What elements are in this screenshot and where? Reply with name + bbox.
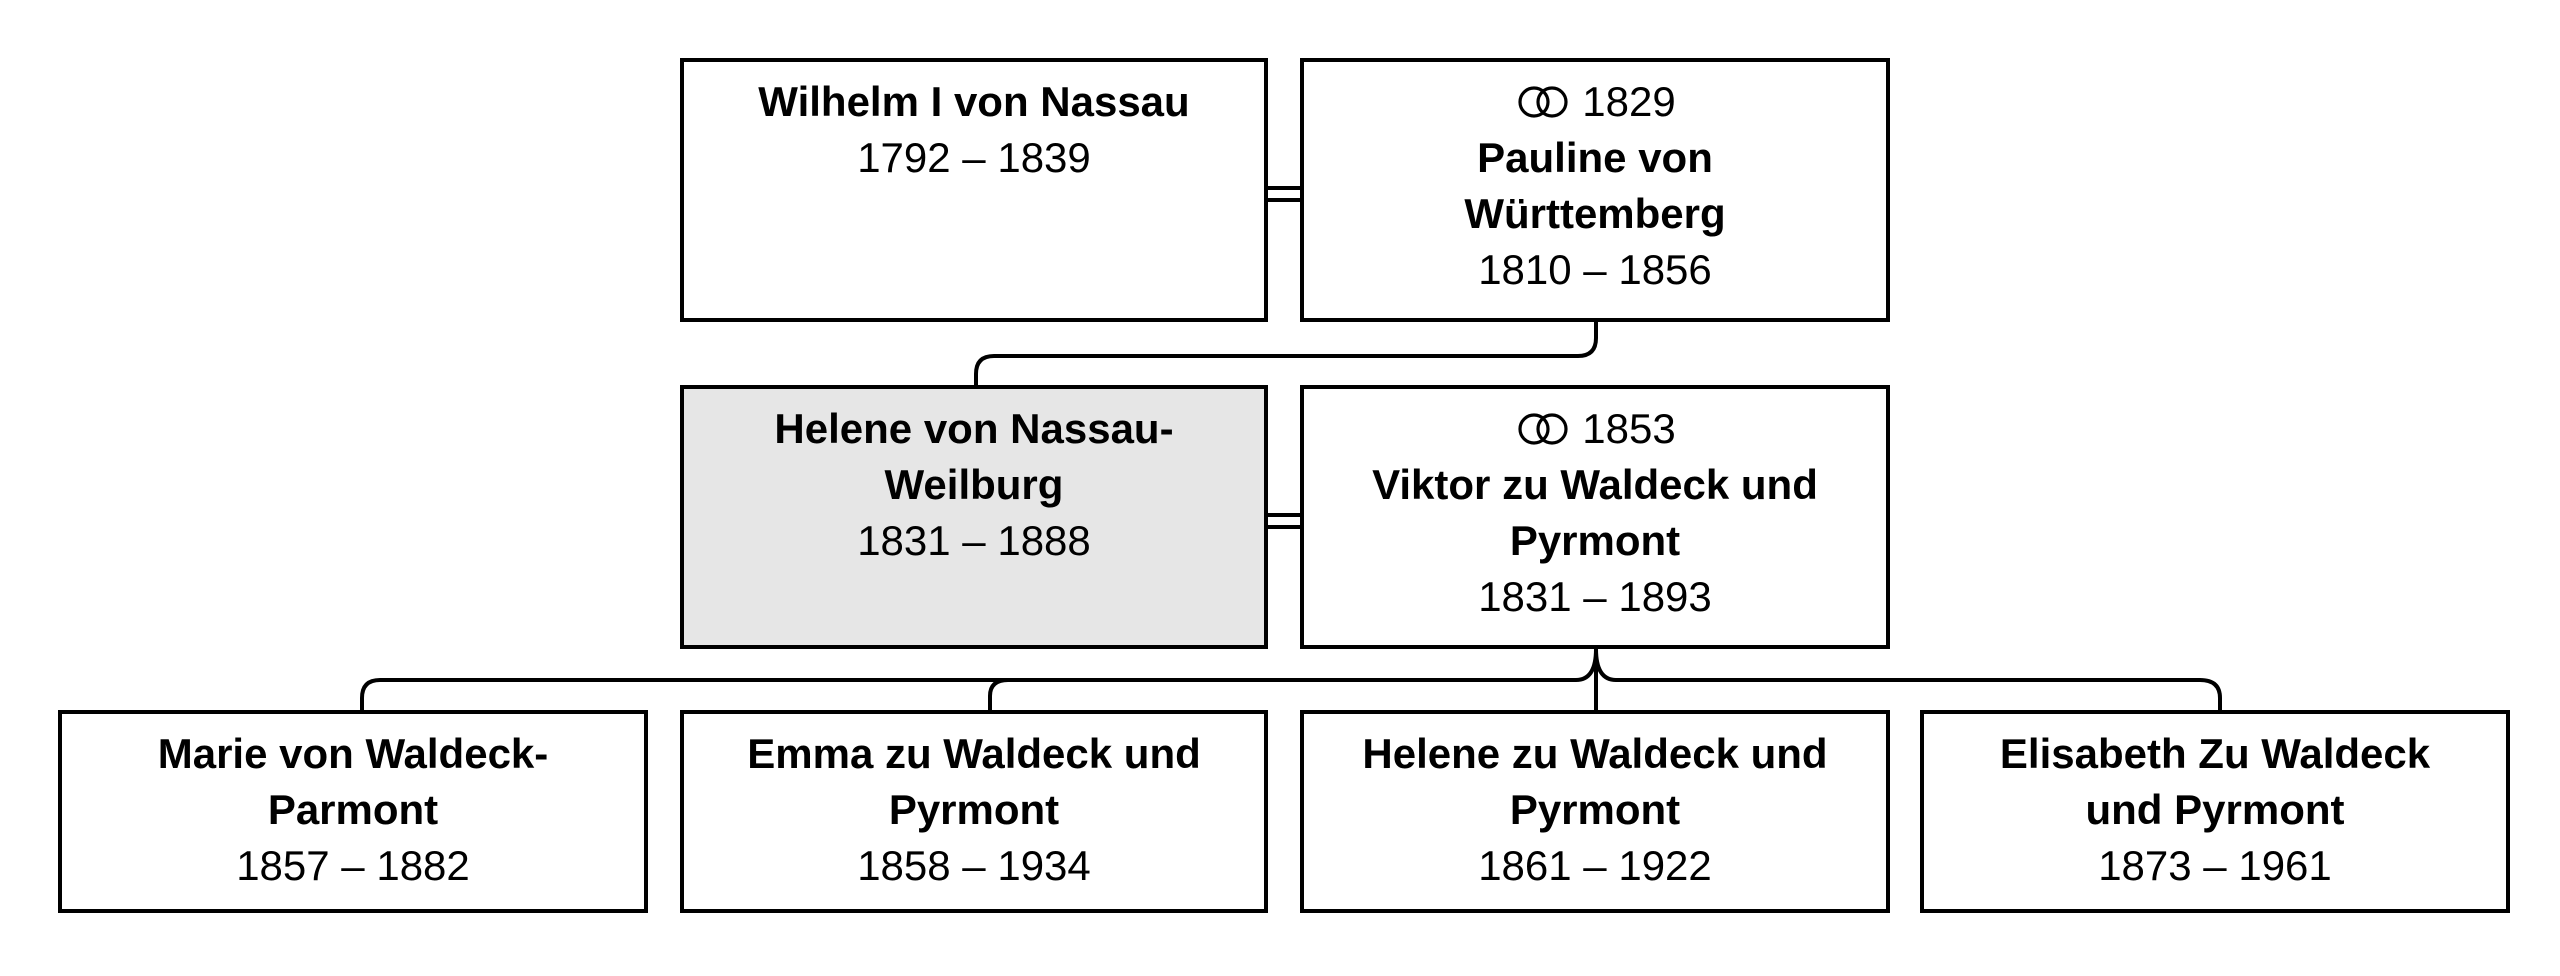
person-dates: 1873 – 1961 <box>2098 842 2332 889</box>
marriage-info: 1829 <box>1304 74 1886 130</box>
person-name: Wilhelm I von Nassau <box>758 78 1190 125</box>
person-name-line1: Marie von Waldeck- <box>157 730 549 777</box>
person-box-pauline: 1829 Pauline von Württemberg 1810 – 1856 <box>1300 58 1890 322</box>
person-box-wilhelm: Wilhelm I von Nassau 1792 – 1839 <box>680 58 1268 322</box>
person-name-line1: Elisabeth Zu Waldeck <box>1999 730 2431 777</box>
person-name-line2: Pyrmont <box>888 786 1060 833</box>
person-dates: 1810 – 1856 <box>1478 246 1712 293</box>
person-box-elisabeth: Elisabeth Zu Waldeck und Pyrmont 1873 – … <box>1920 710 2510 913</box>
person-name-line1: Emma zu Waldeck und <box>747 730 1201 777</box>
descent-line-to-marie <box>360 648 1598 710</box>
person-box-helene-waldeck-pyrmont: Helene zu Waldeck und Pyrmont 1861 – 192… <box>1300 710 1890 913</box>
person-name-line1: Pauline von <box>1477 134 1713 181</box>
person-dates: 1831 – 1893 <box>1478 573 1712 620</box>
person-dates: 1792 – 1839 <box>857 134 1091 181</box>
person-name-line1: Helene zu Waldeck und <box>1362 730 1828 777</box>
person-name-line1: Helene von Nassau- <box>774 405 1174 452</box>
person-name-line2: Weilburg <box>884 461 1064 508</box>
person-box-marie: Marie von Waldeck- Parmont 1857 – 1882 <box>58 710 648 913</box>
person-name-line2: Pyrmont <box>1509 517 1681 564</box>
person-dates: 1857 – 1882 <box>236 842 470 889</box>
person-dates: 1858 – 1934 <box>857 842 1091 889</box>
descent-line-generation1 <box>974 322 1598 385</box>
descent-line-to-elisabeth <box>1594 648 2222 710</box>
person-box-viktor: 1853 Viktor zu Waldeck und Pyrmont 1831 … <box>1300 385 1890 649</box>
person-box-emma: Emma zu Waldeck und Pyrmont 1858 – 1934 <box>680 710 1268 913</box>
person-name-line2: Württemberg <box>1464 190 1726 237</box>
person-name-line1: Viktor zu Waldeck und <box>1372 461 1818 508</box>
marriage-info: 1853 <box>1304 401 1886 457</box>
marriage-year: 1853 <box>1582 405 1676 452</box>
person-dates: 1861 – 1922 <box>1478 842 1712 889</box>
descent-line-to-emma <box>988 678 1100 710</box>
person-dates: 1831 – 1888 <box>857 517 1091 564</box>
interlocking-rings-icon <box>1518 413 1568 445</box>
person-box-helene-nassau-weilburg: Helene von Nassau- Weilburg 1831 – 1888 <box>680 385 1268 649</box>
person-name-line2: und Pyrmont <box>2085 786 2345 833</box>
interlocking-rings-icon <box>1518 86 1568 118</box>
person-name-line2: Parmont <box>267 786 439 833</box>
marriage-year: 1829 <box>1582 78 1676 125</box>
person-name-line2: Pyrmont <box>1509 786 1681 833</box>
